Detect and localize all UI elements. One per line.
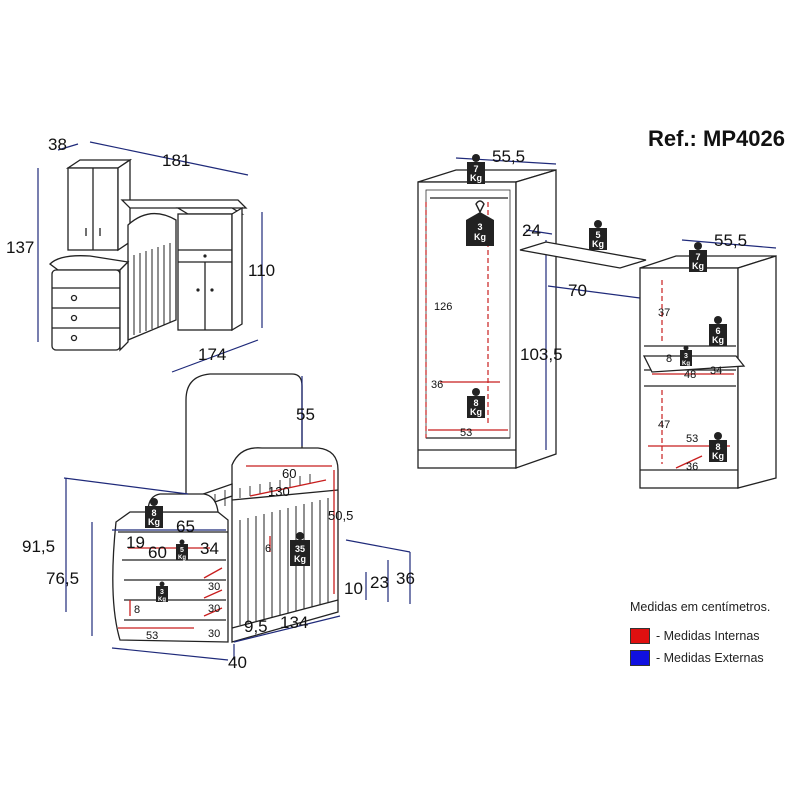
desk-width-label: 70 [568,281,587,300]
wardrobe-depth-label: 55,5 [492,147,525,166]
shelf-drawer-load: 3 [684,353,688,360]
crib-height-internal-label: 50,5 [328,508,353,523]
crib-length-internal-label: 130 [268,484,290,499]
drawer-width-label: 60 [148,543,167,562]
weight-unit-label: Kg [682,361,690,367]
weight-icon: 8 Kg [145,498,163,528]
desk-load: 5 [595,230,600,240]
bottom-height-label: 36 [686,461,698,473]
weight-icon: 7 Kg [689,242,707,272]
weight-unit-label: Kg [178,555,186,561]
legend-external-swatch [630,650,650,666]
weight-icon: 5 Kg [176,539,188,561]
weight-icon: 3 Kg [680,345,692,367]
overview-height-label: 137 [6,238,34,257]
crib-drawing [63,373,411,661]
compartment-height-label: 37 [658,307,670,319]
leg-36-label: 36 [396,569,415,588]
weight-unit-label: Kg [712,451,724,461]
weight-icon: 6 Kg [709,316,727,346]
crib-length-label: 134 [280,613,308,632]
reference-code: Ref.: MP4026 [648,126,785,151]
leg-23-label: 23 [370,573,389,592]
overview-width-label: 181 [162,151,190,170]
hanger-load: 3 [477,222,482,232]
weight-icon: 5 Kg [589,220,607,250]
wardrobe-drawing [417,157,557,469]
weight-unit-label: Kg [712,335,724,345]
weight-unit-label: Kg [592,239,604,249]
drawer-height-label: 8 [666,353,672,365]
rail-height-label: 126 [434,301,452,313]
slat-gap-label: 6 [265,543,271,555]
legend-external-label: - Medidas Externas [656,651,764,665]
shelf-inner-width-label: 53 [686,433,698,445]
shelf-1-label: 30 [208,581,220,593]
weight-unit-label: Kg [294,554,306,564]
shelf-drawer-width-label: 48 [684,369,696,381]
legend-internal-label: - Medidas Internas [656,629,760,643]
weight-icon: 8 Kg [709,432,727,462]
weight-unit-label: Kg [148,517,160,527]
wardrobe-height-label: 103,5 [520,345,563,364]
hanger-icon: 3 Kg [466,200,494,246]
shelf-3-label: 30 [208,628,220,640]
weight-unit-label: Kg [158,597,166,603]
weight-icon: 7 Kg [467,154,485,184]
weight-unit-label: Kg [470,173,482,183]
mattress-load: 35 [295,544,305,554]
weight-icon: 35 Kg [290,532,310,566]
legend-internal-swatch [630,628,650,644]
shelf-top-load: 7 [695,252,700,262]
total-height-label: 91,5 [22,537,55,556]
leg-10-label: 10 [344,579,363,598]
weight-unit-label: Kg [470,407,482,417]
legend-external: - Medidas Externas [630,647,770,669]
top-width-label: 65 [176,517,195,536]
spacing-label: 9,5 [244,617,268,636]
wardrobe-bottom-load: 8 [473,398,478,408]
weight-icon: 3 Kg [156,581,168,603]
dresser-drawer-load: 5 [180,547,184,554]
inner-width-label: 53 [146,630,158,642]
crib-depth-label: 40 [228,653,247,672]
lower-height-label: 47 [658,419,670,431]
weight-unit-label: Kg [692,261,704,271]
side-depth-label: 34 [200,539,219,558]
crib-width-internal-label: 60 [282,466,296,481]
shelf-unit-depth-label: 55,5 [714,231,747,250]
overview-depth-label: 38 [48,135,67,154]
shelf-drawer-depth-label: 34 [710,365,722,377]
desk-drawing [519,229,647,299]
compartment-load: 6 [715,326,720,336]
overview-side-width-label: 174 [198,345,226,364]
shelf-bottom-load: 8 [715,442,720,452]
shelf-2-label: 30 [208,603,220,615]
weight-unit-label: Kg [474,232,486,242]
dresser-height-label: 76,5 [46,569,79,588]
shelf-unit-drawing [639,239,777,489]
legend: Medidas em centímetros. - Medidas Intern… [630,600,770,669]
overview-drawing [37,141,263,373]
overview-side-height-label: 110 [248,261,275,280]
dresser-shelf-load: 3 [160,589,164,596]
legend-title: Medidas em centímetros. [630,600,771,614]
plinth-label: 8 [134,604,140,616]
wardrobe-top-load: 7 [473,164,478,174]
top-load: 8 [151,508,156,518]
desk-depth-label: 24 [522,221,541,240]
shelf-height-label: 36 [431,379,443,391]
drawer-depth-label: 19 [126,533,145,552]
wardrobe-inner-width-label: 53 [460,427,472,439]
weight-icon: 8 Kg [467,388,485,418]
legend-internal: - Medidas Internas [630,625,770,647]
crib-board-height-label: 55 [296,405,315,424]
